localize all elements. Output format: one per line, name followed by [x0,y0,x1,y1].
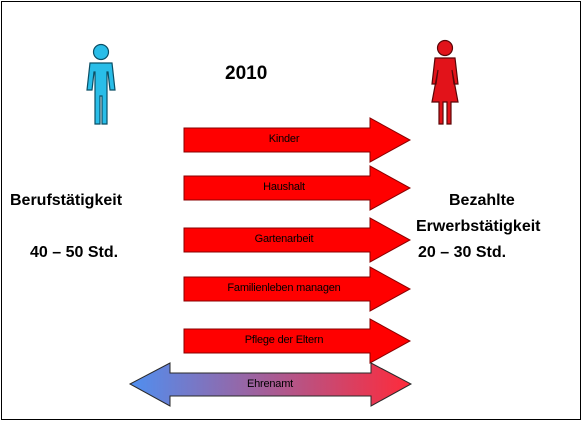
year-label: 2010 [225,63,268,84]
right-hours: 20 – 30 Std. [418,244,507,261]
arrow-haushalt [183,165,412,211]
woman-icon [431,39,459,125]
arrow-gartenarbeit [183,217,412,263]
arrow-familienleben [183,266,412,312]
arrow-label-gartenarbeit: Gartenarbeit [254,233,314,245]
arrow-label-familienleben: Familienleben managen [227,282,341,294]
arrow-label-haushalt: Haushalt [263,181,305,193]
left-title: Berufstätigkeit [10,192,123,209]
arrow-pflege [183,318,412,364]
right-subtitle: Erwerbstätigkeit [416,218,541,235]
arrow-label-pflege: Pflege der Eltern [244,334,324,346]
man-icon [86,43,116,125]
arrow-label-kinder: Kinder [268,133,300,145]
arrow-label-ehrenamt: Ehrenamt [246,378,294,390]
left-hours: 40 – 50 Std. [30,244,119,261]
right-title: Bezahlte [449,192,515,209]
arrow-kinder [183,117,412,163]
arrow-ehrenamt [128,362,413,407]
